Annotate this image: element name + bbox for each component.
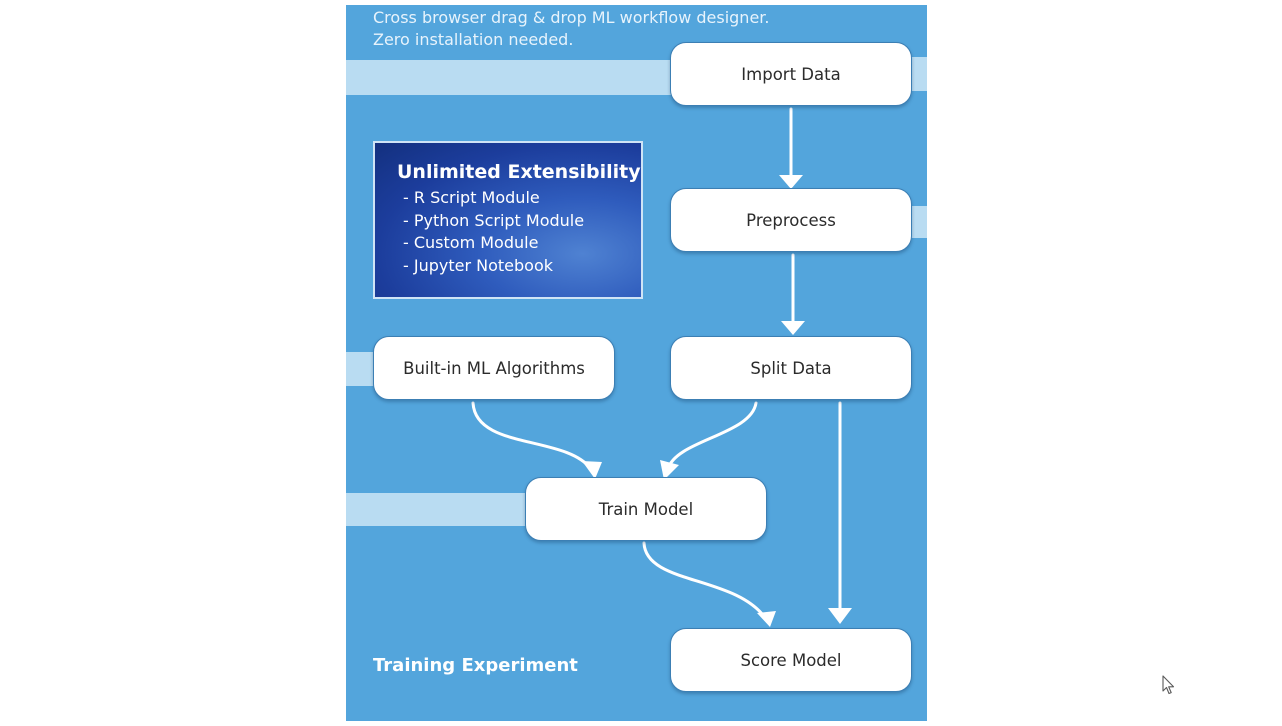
import-data-strip-right	[911, 57, 927, 91]
arrowhead-train-to-score	[757, 611, 776, 627]
import-data-label: Import Data	[741, 64, 841, 84]
tagline: Cross browser drag & drop ML workflow de…	[373, 7, 769, 51]
import-data-node[interactable]: Import Data	[670, 42, 912, 106]
tagline-line-2: Zero installation needed.	[373, 30, 574, 49]
train-model-strip	[346, 493, 531, 526]
preprocess-node[interactable]: Preprocess	[670, 188, 912, 252]
extensibility-list: - R Script Module - Python Script Module…	[397, 187, 641, 277]
workflow-panel: Cross browser drag & drop ML workflow de…	[346, 5, 927, 721]
arrow-algorithms-to-train	[471, 401, 593, 471]
arrow-split-to-train	[666, 401, 758, 471]
arrow-train-to-score	[642, 541, 768, 621]
score-model-label: Score Model	[740, 650, 842, 670]
split-data-label: Split Data	[750, 358, 832, 378]
arrowhead-import-to-preprocess	[779, 175, 803, 189]
score-model-node[interactable]: Score Model	[670, 628, 912, 692]
builtin-algorithms-node[interactable]: Built-in ML Algorithms	[373, 336, 615, 400]
extensibility-item-r-script: - R Script Module	[403, 188, 540, 207]
extensibility-item-custom-module: - Custom Module	[403, 233, 539, 252]
arrowhead-split-to-train	[660, 460, 679, 480]
preprocess-label: Preprocess	[746, 210, 836, 230]
tagline-line-1: Cross browser drag & drop ML workflow de…	[373, 8, 770, 27]
import-data-strip	[346, 60, 676, 95]
arrowhead-split-to-score	[828, 608, 852, 624]
extensibility-box: Unlimited Extensibility - R Script Modul…	[373, 141, 643, 299]
arrowhead-algorithms-to-train	[582, 461, 602, 479]
extensibility-item-jupyter-notebook: - Jupyter Notebook	[403, 255, 553, 275]
builtin-algorithms-label: Built-in ML Algorithms	[403, 358, 585, 378]
mouse-pointer-icon	[1162, 675, 1175, 695]
algorithms-strip	[346, 352, 376, 386]
arrowhead-preprocess-to-split	[781, 321, 805, 335]
preprocess-strip-right	[911, 206, 927, 238]
extensibility-item-python-script: - Python Script Module	[403, 210, 585, 230]
train-model-node[interactable]: Train Model	[525, 477, 767, 541]
training-experiment-label: Training Experiment	[373, 655, 578, 676]
extensibility-title: Unlimited Extensibility	[397, 161, 641, 183]
split-data-node[interactable]: Split Data	[670, 336, 912, 400]
train-model-label: Train Model	[598, 499, 694, 519]
flow-arrows	[471, 107, 852, 627]
